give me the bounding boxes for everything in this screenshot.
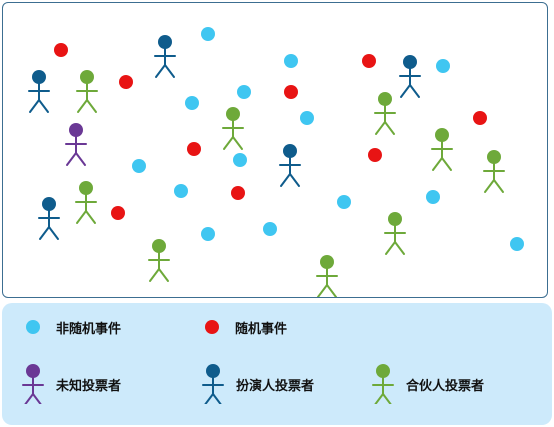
- random-event-dot: [362, 54, 376, 68]
- partner-voter-figure: [76, 70, 98, 113]
- legend-item-non-random-event: 非随机事件: [18, 312, 121, 342]
- random-event-dot: [54, 43, 68, 57]
- non-random-event-dot: [233, 153, 247, 167]
- partner-voter-figure: [384, 212, 406, 255]
- scatter-scene: [28, 27, 524, 297]
- legend-item-actor-voter: 扮演人投票者: [198, 364, 315, 404]
- non-random-event-dot: [185, 96, 199, 110]
- legend-panel: 非随机事件 随机事件 未知投票者 扮演人投票者 合伙人投票者: [2, 303, 552, 425]
- actor-voter-figure: [154, 35, 176, 78]
- non-random-event-dot: [337, 195, 351, 209]
- non-random-event-dot: [132, 159, 146, 173]
- non-random-event-dot: [201, 227, 215, 241]
- legend-item-unknown-voter: 未知投票者: [18, 364, 122, 404]
- non-random-event-dot: [284, 54, 298, 68]
- actor-voter-legend-icon: [202, 364, 224, 404]
- random-event-legend-icon: [205, 320, 219, 334]
- random-event-dot: [284, 85, 298, 99]
- legend-item-partner-voter: 合伙人投票者: [368, 364, 485, 404]
- partner-voter-figure: [374, 92, 396, 135]
- legend-label-unknown-voter: 未知投票者: [56, 378, 122, 394]
- partner-voter-legend-icon: [372, 364, 394, 404]
- random-event-dot: [111, 206, 125, 220]
- partner-voter-figure: [316, 255, 338, 297]
- partner-voter-figure: [148, 239, 170, 282]
- legend-label-partner-voter: 合伙人投票者: [406, 378, 485, 394]
- partner-voter-figure: [483, 150, 505, 193]
- non-random-event-legend-icon: [26, 320, 40, 334]
- partner-voter-figure: [75, 181, 97, 224]
- partner-voter-legend-icon-figure: [372, 364, 394, 404]
- actor-voter-legend-icon-figure: [202, 364, 224, 404]
- non-random-event-dot: [237, 85, 251, 99]
- non-random-event-dot: [174, 184, 188, 198]
- non-random-event-dot: [201, 27, 215, 41]
- partner-voter-figure: [431, 128, 453, 171]
- random-event-dot: [473, 111, 487, 125]
- legend-item-random-event: 随机事件: [197, 312, 287, 342]
- legend-label-actor-voter: 扮演人投票者: [236, 378, 315, 394]
- actor-voter-figure: [28, 70, 50, 113]
- random-event-dot: [119, 75, 133, 89]
- random-event-dot: [368, 148, 382, 162]
- non-random-event-dot: [263, 222, 277, 236]
- actor-voter-figure: [38, 197, 60, 240]
- unknown-voter-legend-icon-figure: [22, 364, 44, 404]
- actor-voter-figure: [399, 55, 421, 98]
- random-event-dot: [231, 186, 245, 200]
- partner-voter-figure: [222, 107, 244, 150]
- legend-label-random-event: 随机事件: [235, 321, 288, 337]
- non-random-event-dot: [510, 237, 524, 251]
- unknown-voter-legend-icon: [22, 364, 44, 404]
- scatter-canvas: [2, 2, 548, 298]
- actor-voter-figure: [279, 144, 301, 187]
- random-event-dot: [187, 142, 201, 156]
- non-random-event-dot: [426, 190, 440, 204]
- non-random-event-dot: [300, 111, 314, 125]
- unknown-voter-figure: [65, 123, 87, 166]
- non-random-event-dot: [436, 59, 450, 73]
- legend-label-non-random-event: 非随机事件: [56, 321, 122, 337]
